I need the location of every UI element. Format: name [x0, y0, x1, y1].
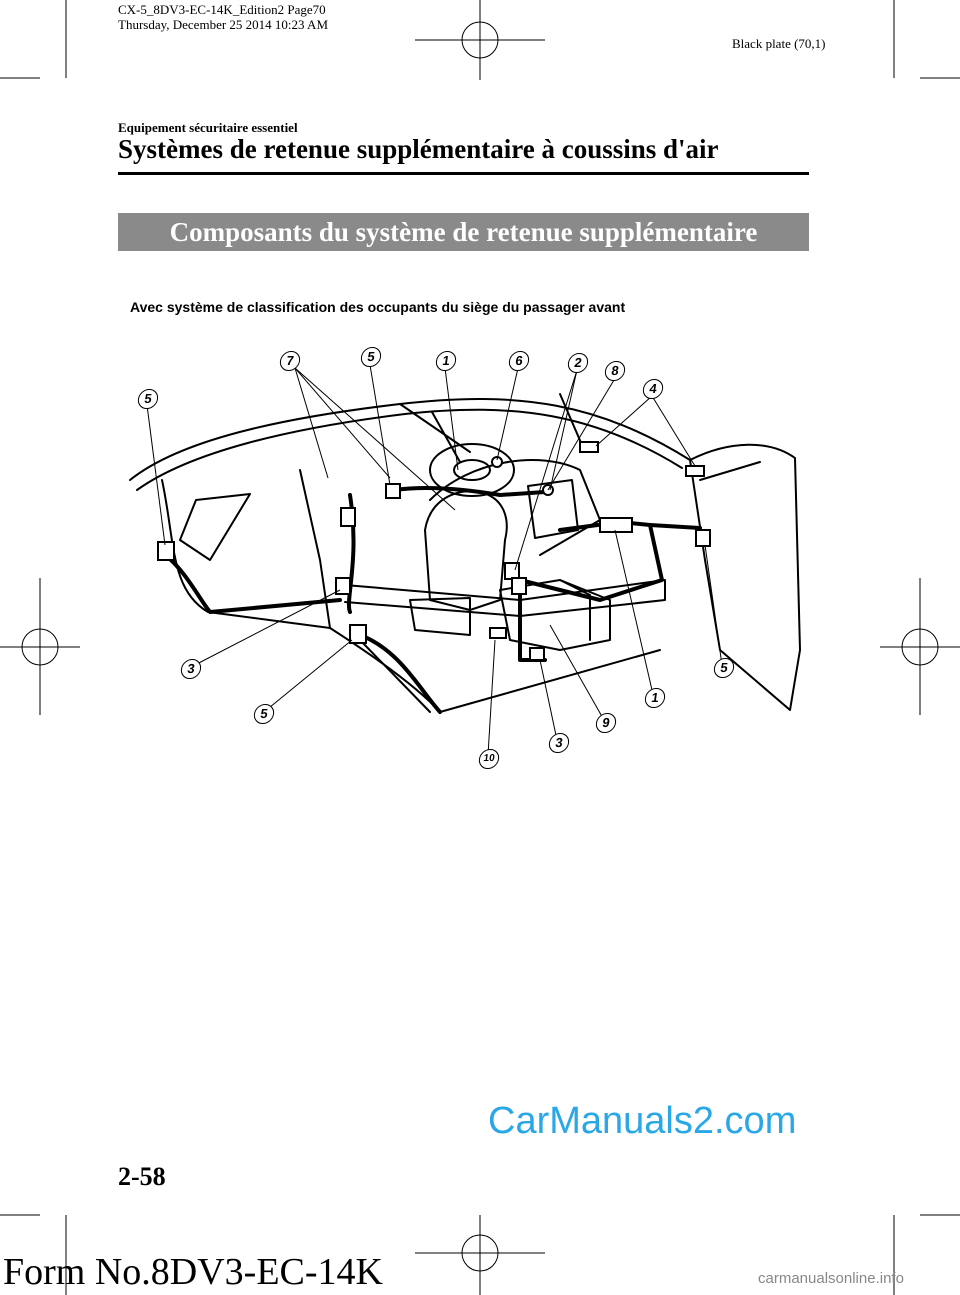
print-timestamp: Thursday, December 25 2014 10:23 AM — [118, 17, 329, 32]
section-banner: Composants du système de retenue supplém… — [118, 213, 809, 251]
form-number: Form No.8DV3-EC-14K — [3, 1251, 383, 1293]
airbag-diagram — [129, 364, 801, 756]
page-title: Systèmes de retenue supplémentaire à cou… — [118, 134, 719, 164]
site-watermark: carmanualsonline.info — [758, 1270, 904, 1287]
title-rule — [118, 172, 809, 175]
figure-caption: Avec système de classification des occup… — [130, 299, 626, 315]
watermark: CarManuals2.com — [488, 1100, 797, 1142]
page-number: 2-58 — [118, 1162, 166, 1191]
file-name: CX-5_8DV3-EC-14K_Edition2 Page70 — [118, 2, 326, 17]
plate-label: Black plate (70,1) — [732, 36, 826, 51]
chapter-label: Equipement sécuritaire essentiel — [118, 120, 298, 135]
